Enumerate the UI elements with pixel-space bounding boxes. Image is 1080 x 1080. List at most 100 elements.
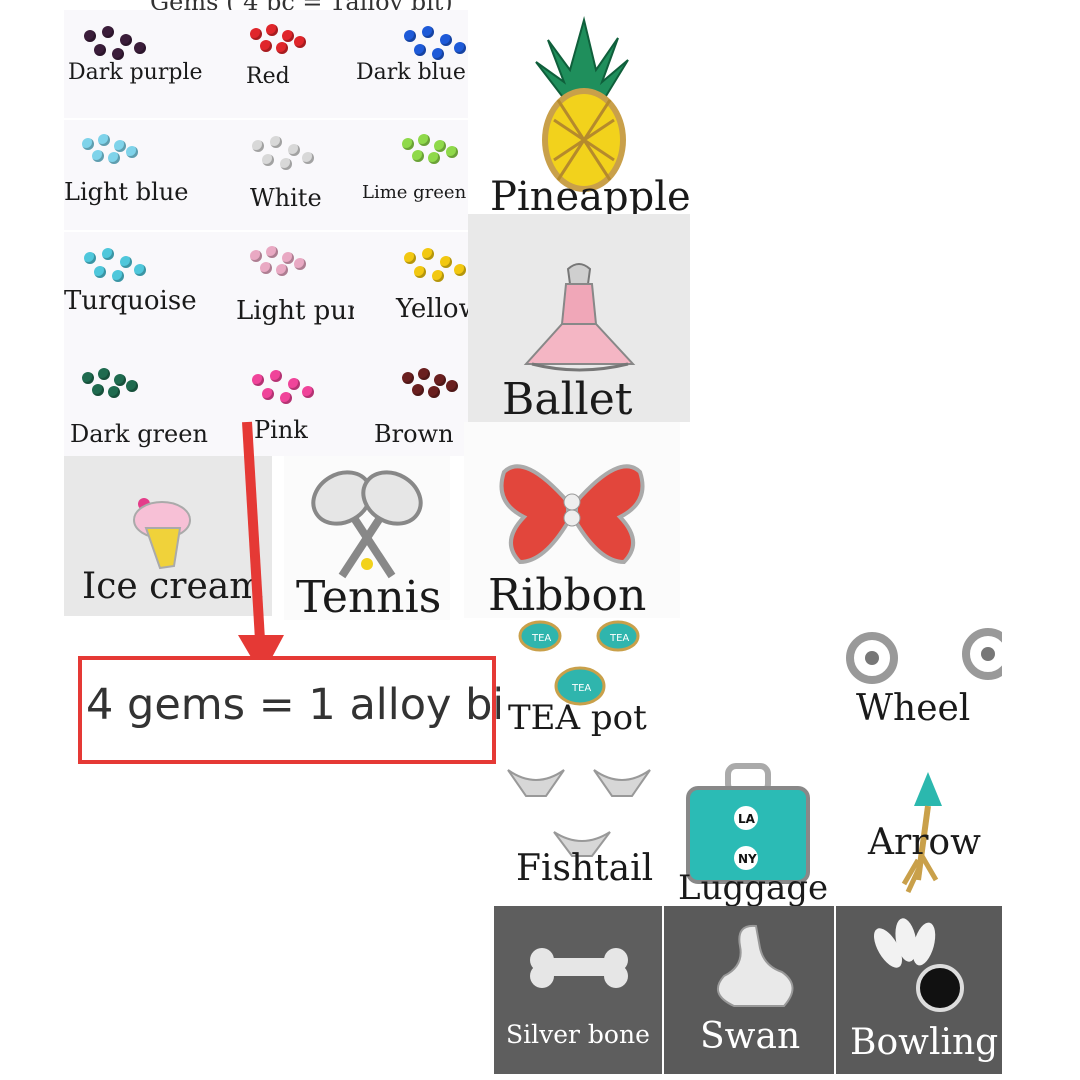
gem-dot <box>404 30 416 42</box>
gem-dot <box>134 264 146 276</box>
ballet-label: Ballet <box>502 374 633 422</box>
gem-dot <box>84 30 96 42</box>
gem-dot <box>120 34 132 46</box>
tea-text-2: TEA <box>609 633 629 644</box>
tennis-tile: Tennis <box>284 456 450 620</box>
silver-bone-tile: Silver bone <box>494 906 662 1074</box>
gem-dot <box>404 252 416 264</box>
gem-dot <box>102 248 114 260</box>
gem-label: Turquoise <box>64 286 197 316</box>
pineapple-charm <box>535 16 629 192</box>
swan-charm <box>716 924 794 1007</box>
gem-dot <box>114 374 126 386</box>
bowling-tile: Bowling <box>836 906 1002 1074</box>
bowling-charm <box>874 918 964 1012</box>
gem-label: White <box>250 184 322 212</box>
gem-dot <box>434 374 446 386</box>
gem-dot <box>288 378 300 390</box>
gem-dot <box>126 146 138 158</box>
tea-pot-charm: TEA TEA TEA <box>518 620 640 706</box>
gem-dot <box>440 34 452 46</box>
tea-pot-tile: TEA TEA TEA TEA pot <box>500 618 660 748</box>
gem-dot <box>412 384 424 396</box>
gem-dot <box>98 368 110 380</box>
gem-dot <box>440 256 452 268</box>
gem-dot <box>428 386 440 398</box>
gem-label: Yellow <box>396 294 468 324</box>
gem-dot <box>120 256 132 268</box>
gem-dot <box>446 146 458 158</box>
gem-dot <box>280 392 292 404</box>
gem-label: Dark purple <box>68 60 203 85</box>
gem-dot <box>282 30 294 42</box>
wheel-label: Wheel <box>856 688 971 729</box>
gem-dot <box>98 134 110 146</box>
gem-dot <box>294 258 306 270</box>
gem-dot <box>260 40 272 52</box>
gem-dot <box>276 264 288 276</box>
gem-dot <box>266 246 278 258</box>
gem-dot <box>260 262 272 274</box>
wheel-tile: Wheel <box>812 618 1002 738</box>
gem-label: Red <box>246 64 290 89</box>
gem-dot <box>250 250 262 262</box>
gem-dot <box>252 140 264 152</box>
gem-tile: Light purple <box>232 232 354 340</box>
ice-cream-label: Ice cream <box>82 566 264 607</box>
pineapple-label: Pineapple <box>490 174 690 214</box>
gem-dot <box>270 136 282 148</box>
gem-dot <box>108 386 120 398</box>
gem-dot <box>288 144 300 156</box>
gem-label: Lime green <box>362 182 467 203</box>
fishtail-tile: Fishtail <box>496 750 666 898</box>
tea-text-1: TEA <box>531 633 551 644</box>
arrow-to-note <box>238 421 284 676</box>
ice-cream-tile: Ice cream <box>64 456 272 616</box>
wheel-charm <box>846 628 1002 684</box>
gem-dot <box>402 372 414 384</box>
pineapple-tile: Pineapple <box>478 0 690 214</box>
luggage-label: Luggage <box>678 868 829 908</box>
gem-tile: Light blue <box>64 120 232 230</box>
gem-tile: Yellow <box>354 232 468 340</box>
ice-cream-charm <box>133 498 191 570</box>
gem-dot <box>428 152 440 164</box>
gem-tile: Pink <box>232 340 354 456</box>
tea-pot-label: TEA pot <box>508 698 647 738</box>
gem-dot <box>112 270 124 282</box>
gem-dot <box>446 380 458 392</box>
gem-label: Dark blue <box>356 60 466 85</box>
ribbon-charm <box>499 464 645 565</box>
luggage-tag-bottom: NY <box>738 852 757 866</box>
gem-dot <box>250 28 262 40</box>
gem-dot <box>302 152 314 164</box>
note-text: 4 gems = 1 alloy bit <box>86 680 522 730</box>
gem-dot <box>422 248 434 260</box>
gem-dot <box>262 154 274 166</box>
gem-dot <box>276 42 288 54</box>
gem-tile: Dark green <box>64 340 232 456</box>
ballet-charm <box>523 263 636 372</box>
ribbon-tile: Ribbon <box>464 422 680 618</box>
gem-dot <box>432 270 444 282</box>
gem-dot <box>82 138 94 150</box>
gem-dot <box>412 150 424 162</box>
gem-dot <box>418 134 430 146</box>
gem-dot <box>282 252 294 264</box>
gem-dot <box>418 368 430 380</box>
gem-tile: Turquoise <box>64 232 232 340</box>
luggage-tag-top: LA <box>738 812 756 826</box>
gem-dot <box>94 266 106 278</box>
gem-tile: White <box>232 120 354 230</box>
tennis-label: Tennis <box>296 572 442 620</box>
gem-dot <box>114 140 126 152</box>
gem-dot <box>454 264 466 276</box>
bone-charm <box>530 948 628 988</box>
gem-dot <box>432 48 444 60</box>
gem-dot <box>134 42 146 54</box>
gem-dot <box>402 138 414 150</box>
gem-dot <box>422 26 434 38</box>
gem-dot <box>108 152 120 164</box>
gem-dot <box>266 24 278 36</box>
bowling-label: Bowling <box>850 1022 999 1063</box>
